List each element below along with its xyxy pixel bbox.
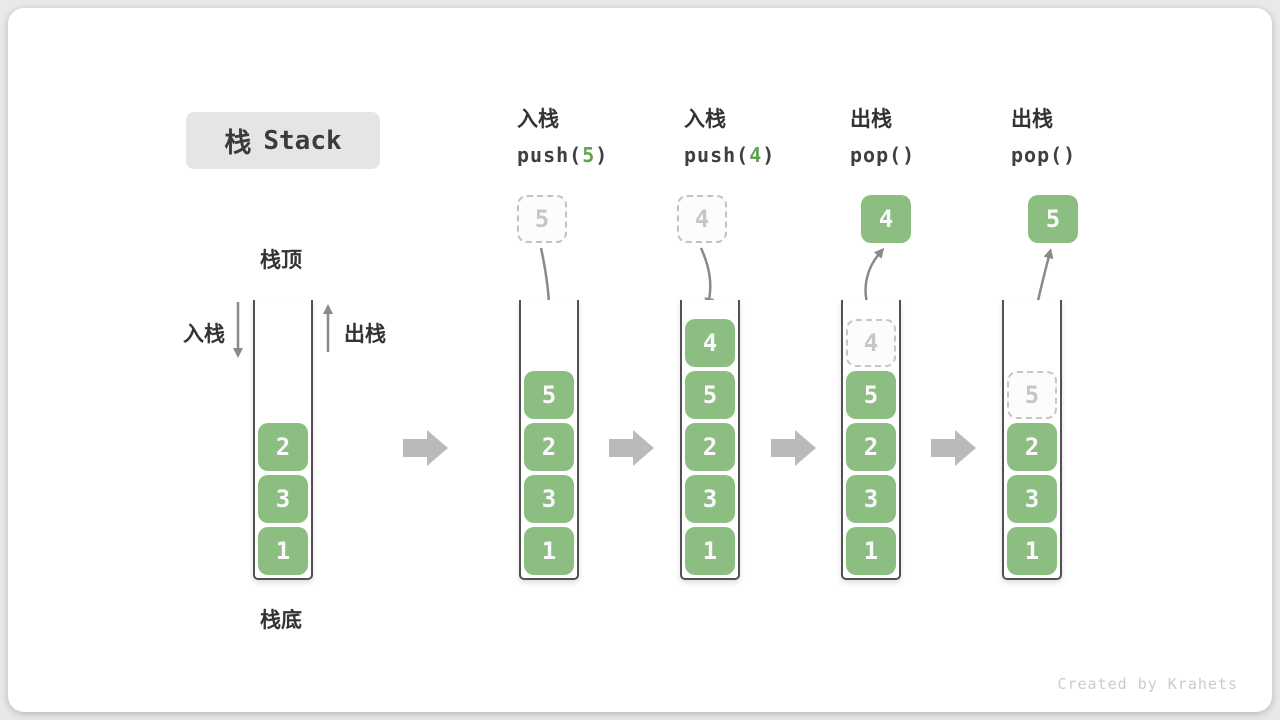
- popped-value-box: 5: [1028, 195, 1078, 243]
- stack-block: 1: [524, 527, 574, 575]
- stack-block: 3: [685, 475, 735, 523]
- code-suffix: ): [595, 143, 609, 167]
- operation-caption-3: 出栈 pop(): [850, 103, 915, 167]
- operation-cjk-label: 入栈: [684, 107, 726, 131]
- code-prefix: push(: [684, 143, 750, 167]
- ghost-block: 5: [1007, 371, 1057, 419]
- title-zh: 栈: [224, 128, 252, 159]
- stack-block: 1: [846, 527, 896, 575]
- code-prefix: pop(: [1011, 143, 1064, 167]
- stack-block: 1: [1007, 527, 1057, 575]
- operation-code: push(5): [517, 143, 608, 167]
- stack-top-label: 栈顶: [260, 248, 302, 272]
- operation-code: push(4): [684, 143, 775, 167]
- operation-caption-4: 出栈 pop(): [1011, 103, 1076, 167]
- code-argument: 4: [749, 143, 763, 167]
- pop-side-label: 出栈: [344, 322, 386, 346]
- stack-block: 1: [685, 527, 735, 575]
- stack-block: 2: [685, 423, 735, 471]
- operation-caption-2: 入栈 push(4): [684, 103, 775, 167]
- code-argument: 5: [582, 143, 596, 167]
- stack-block: 2: [258, 423, 308, 471]
- stack-bottom-label: 栈底: [260, 608, 302, 632]
- operation-code: pop(): [1011, 143, 1076, 167]
- title-box: 栈 Stack: [186, 112, 380, 169]
- stack-block: 3: [846, 475, 896, 523]
- push-4-arrow: [699, 247, 715, 308]
- stack-block: 3: [1007, 475, 1057, 523]
- incoming-value-box: 5: [517, 195, 567, 243]
- step-arrow-4: [931, 430, 976, 466]
- operation-cjk-label: 出栈: [1011, 107, 1053, 131]
- code-prefix: push(: [517, 143, 583, 167]
- incoming-value-box: 4: [677, 195, 727, 243]
- code-suffix: ): [902, 143, 916, 167]
- step-arrow-3: [771, 430, 816, 466]
- stack-block: 2: [1007, 423, 1057, 471]
- stack-block: 5: [846, 371, 896, 419]
- operation-code: pop(): [850, 143, 915, 167]
- step-arrow-2: [609, 430, 654, 466]
- code-suffix: ): [1063, 143, 1077, 167]
- stack-block: 5: [524, 371, 574, 419]
- watermark: Created by Krahets: [1057, 675, 1238, 693]
- step-arrow-1: [403, 430, 448, 466]
- push-side-label: 入栈: [183, 322, 225, 346]
- popped-value-box: 4: [861, 195, 911, 243]
- code-suffix: ): [762, 143, 776, 167]
- operation-cjk-label: 出栈: [850, 107, 892, 131]
- title-en: Stack: [263, 125, 342, 156]
- operation-cjk-label: 入栈: [517, 107, 559, 131]
- stack-block: 1: [258, 527, 308, 575]
- stack-block: 2: [846, 423, 896, 471]
- stack-block: 4: [685, 319, 735, 367]
- stack-block: 3: [258, 475, 308, 523]
- stack-block: 5: [685, 371, 735, 419]
- operation-caption-1: 入栈 push(5): [517, 103, 608, 167]
- ghost-block: 4: [846, 319, 896, 367]
- code-prefix: pop(: [850, 143, 903, 167]
- stack-block: 2: [524, 423, 574, 471]
- stack-block: 3: [524, 475, 574, 523]
